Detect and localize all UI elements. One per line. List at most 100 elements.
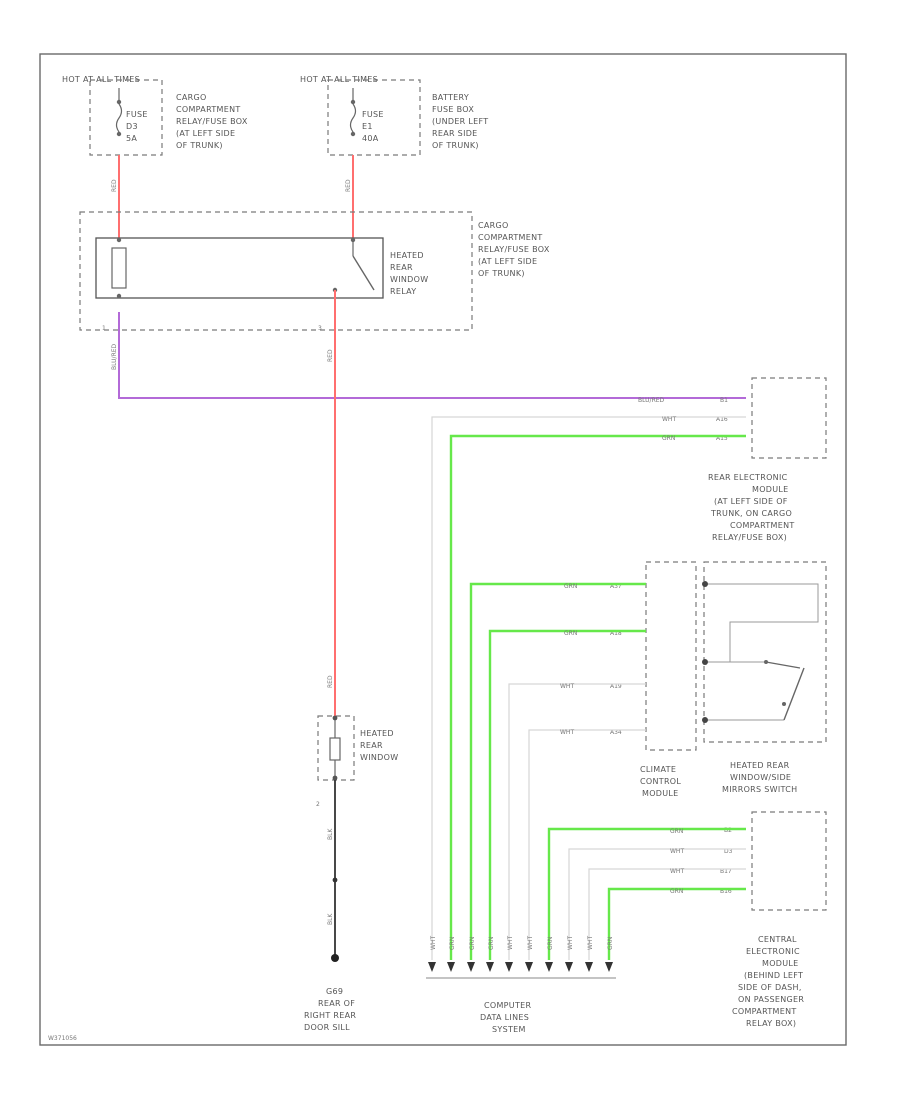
svg-text:D3: D3 [126, 122, 138, 131]
svg-text:BLU/RED: BLU/RED [638, 397, 665, 404]
rem-grn-wire [449, 434, 746, 960]
svg-text:REAR ELECTRONIC: REAR ELECTRONIC [708, 473, 788, 482]
svg-text:WINDOW: WINDOW [390, 275, 428, 284]
svg-text:DATA LINES: DATA LINES [480, 1013, 529, 1022]
svg-text:WINDOW/SIDE: WINDOW/SIDE [730, 773, 791, 782]
bundle-arrow-10 [605, 962, 613, 972]
relay-coil [111, 247, 127, 289]
cem-grn-wire-2 [607, 887, 746, 960]
svg-text:RELAY/FUSE BOX): RELAY/FUSE BOX) [712, 533, 787, 542]
svg-text:40A: 40A [362, 134, 379, 143]
left-fuse-icon [115, 103, 123, 133]
svg-text:WHT: WHT [507, 936, 514, 950]
svg-text:BLU/RED: BLU/RED [111, 343, 118, 370]
svg-text:GRN: GRN [607, 937, 614, 950]
heated-rear-window-switch: HEATED REAR WINDOW/SIDE MIRRORS SWITCH [702, 561, 827, 794]
svg-text:CARGO: CARGO [176, 93, 207, 102]
svg-text:3: 3 [318, 325, 322, 332]
svg-text:A15: A15 [716, 435, 728, 442]
bundle-arrow-3 [467, 962, 475, 972]
svg-text:A19: A19 [610, 683, 622, 690]
svg-text:G69: G69 [326, 987, 343, 996]
svg-text:WHT: WHT [587, 936, 594, 950]
svg-text:CLIMATE: CLIMATE [640, 765, 676, 774]
svg-text:OF TRUNK): OF TRUNK) [432, 141, 479, 150]
svg-text:WHT: WHT [560, 729, 574, 736]
svg-text:WHT: WHT [560, 683, 574, 690]
svg-text:REAR: REAR [360, 741, 383, 750]
left-power-source: HOT AT ALL TIMES FUSE D3 5A CARGO COMPAR… [62, 75, 248, 156]
svg-text:MODULE: MODULE [752, 485, 789, 494]
climate-grn-wire-1 [469, 582, 646, 960]
svg-text:RIGHT REAR: RIGHT REAR [304, 1011, 356, 1020]
svg-text:BLK: BLK [327, 828, 334, 840]
bundle-arrow-7 [545, 962, 553, 972]
svg-text:COMPARTMENT: COMPARTMENT [176, 105, 241, 114]
ground-label: G69 REAR OF RIGHT REAR DOOR SILL [304, 987, 356, 1032]
svg-text:RED: RED [345, 179, 352, 192]
switch-contact [783, 667, 805, 721]
svg-text:B16: B16 [720, 888, 732, 895]
svg-text:A37: A37 [610, 583, 622, 590]
svg-text:BATTERY: BATTERY [432, 93, 469, 102]
svg-text:REAR OF: REAR OF [318, 999, 355, 1008]
svg-text:FUSE: FUSE [126, 110, 148, 119]
climate-wht-wire-2 [528, 729, 646, 960]
svg-text:(UNDER LEFT: (UNDER LEFT [432, 117, 488, 126]
svg-text:FUSE: FUSE [362, 110, 384, 119]
svg-text:WHT: WHT [670, 868, 684, 875]
svg-text:(AT LEFT SIDE: (AT LEFT SIDE [478, 257, 537, 266]
svg-text:MIRRORS SWITCH: MIRRORS SWITCH [722, 785, 797, 794]
svg-text:A34: A34 [610, 729, 622, 736]
climate-grn-wire-2 [488, 629, 646, 960]
climate-wht-wire-1 [508, 683, 646, 960]
svg-text:GRN: GRN [469, 937, 476, 950]
cem-wht-wire-1 [568, 848, 746, 960]
svg-text:RED: RED [111, 179, 118, 192]
svg-text:MODULE: MODULE [762, 959, 799, 968]
climate-control-module: A37 A18 A19 A34 CLIMATE CONTROL MODULE [610, 561, 697, 798]
cem-grn-wire-1 [547, 827, 746, 960]
svg-text:B17: B17 [720, 868, 732, 875]
blu-red-wire [118, 312, 746, 399]
bundle-arrow-1 [428, 962, 436, 972]
svg-text:HEATED REAR: HEATED REAR [730, 761, 790, 770]
svg-text:WHT: WHT [430, 936, 437, 950]
rear-electronic-module: B1 A16 A15 REAR ELECTRONIC MODULE (AT LE… [708, 377, 827, 542]
svg-text:MODULE: MODULE [642, 789, 679, 798]
svg-text:WHT: WHT [662, 416, 676, 423]
svg-text:FUSE BOX: FUSE BOX [432, 105, 474, 114]
svg-text:WHT: WHT [567, 936, 574, 950]
diagram-border [39, 53, 847, 1046]
data-lines-bundle: WHT GRN GRN GRN WHT WHT GRN WHT WHT GRN … [426, 936, 616, 1034]
svg-text:D3: D3 [724, 848, 733, 855]
svg-text:(BEHIND LEFT: (BEHIND LEFT [744, 971, 803, 980]
svg-text:COMPARTMENT: COMPARTMENT [730, 521, 795, 530]
footer-code: W371056 [48, 1035, 77, 1042]
right-fuse-terminal [350, 99, 356, 105]
svg-text:RELAY BOX): RELAY BOX) [746, 1019, 796, 1028]
svg-text:WINDOW: WINDOW [360, 753, 398, 762]
svg-text:(AT LEFT SIDE OF: (AT LEFT SIDE OF [714, 497, 788, 506]
svg-text:CONTROL: CONTROL [640, 777, 681, 786]
bundle-arrow-9 [585, 962, 593, 972]
svg-text:RELAY/FUSE BOX: RELAY/FUSE BOX [478, 245, 550, 254]
svg-text:WHT: WHT [670, 848, 684, 855]
svg-text:OF TRUNK): OF TRUNK) [176, 141, 223, 150]
bundle-arrow-2 [447, 962, 455, 972]
heated-rear-window: HEATED REAR WINDOW 2 [316, 715, 398, 808]
svg-text:GRN: GRN [449, 937, 456, 950]
right-power-source: HOT AT ALL TIMES FUSE E1 40A BATTERY FUS… [300, 75, 488, 156]
svg-text:GRN: GRN [488, 937, 495, 950]
svg-text:A16: A16 [716, 416, 728, 423]
svg-text:RED: RED [327, 675, 334, 688]
svg-text:GRN: GRN [670, 888, 683, 895]
svg-text:5A: 5A [126, 134, 137, 143]
svg-text:HEATED: HEATED [360, 729, 394, 738]
svg-text:COMPARTMENT: COMPARTMENT [732, 1007, 797, 1016]
bundle-arrow-6 [525, 962, 533, 972]
svg-text:GRN: GRN [547, 937, 554, 950]
svg-text:B2: B2 [724, 827, 732, 834]
svg-text:A18: A18 [610, 630, 622, 637]
cem-wht-wire-2 [588, 868, 746, 960]
